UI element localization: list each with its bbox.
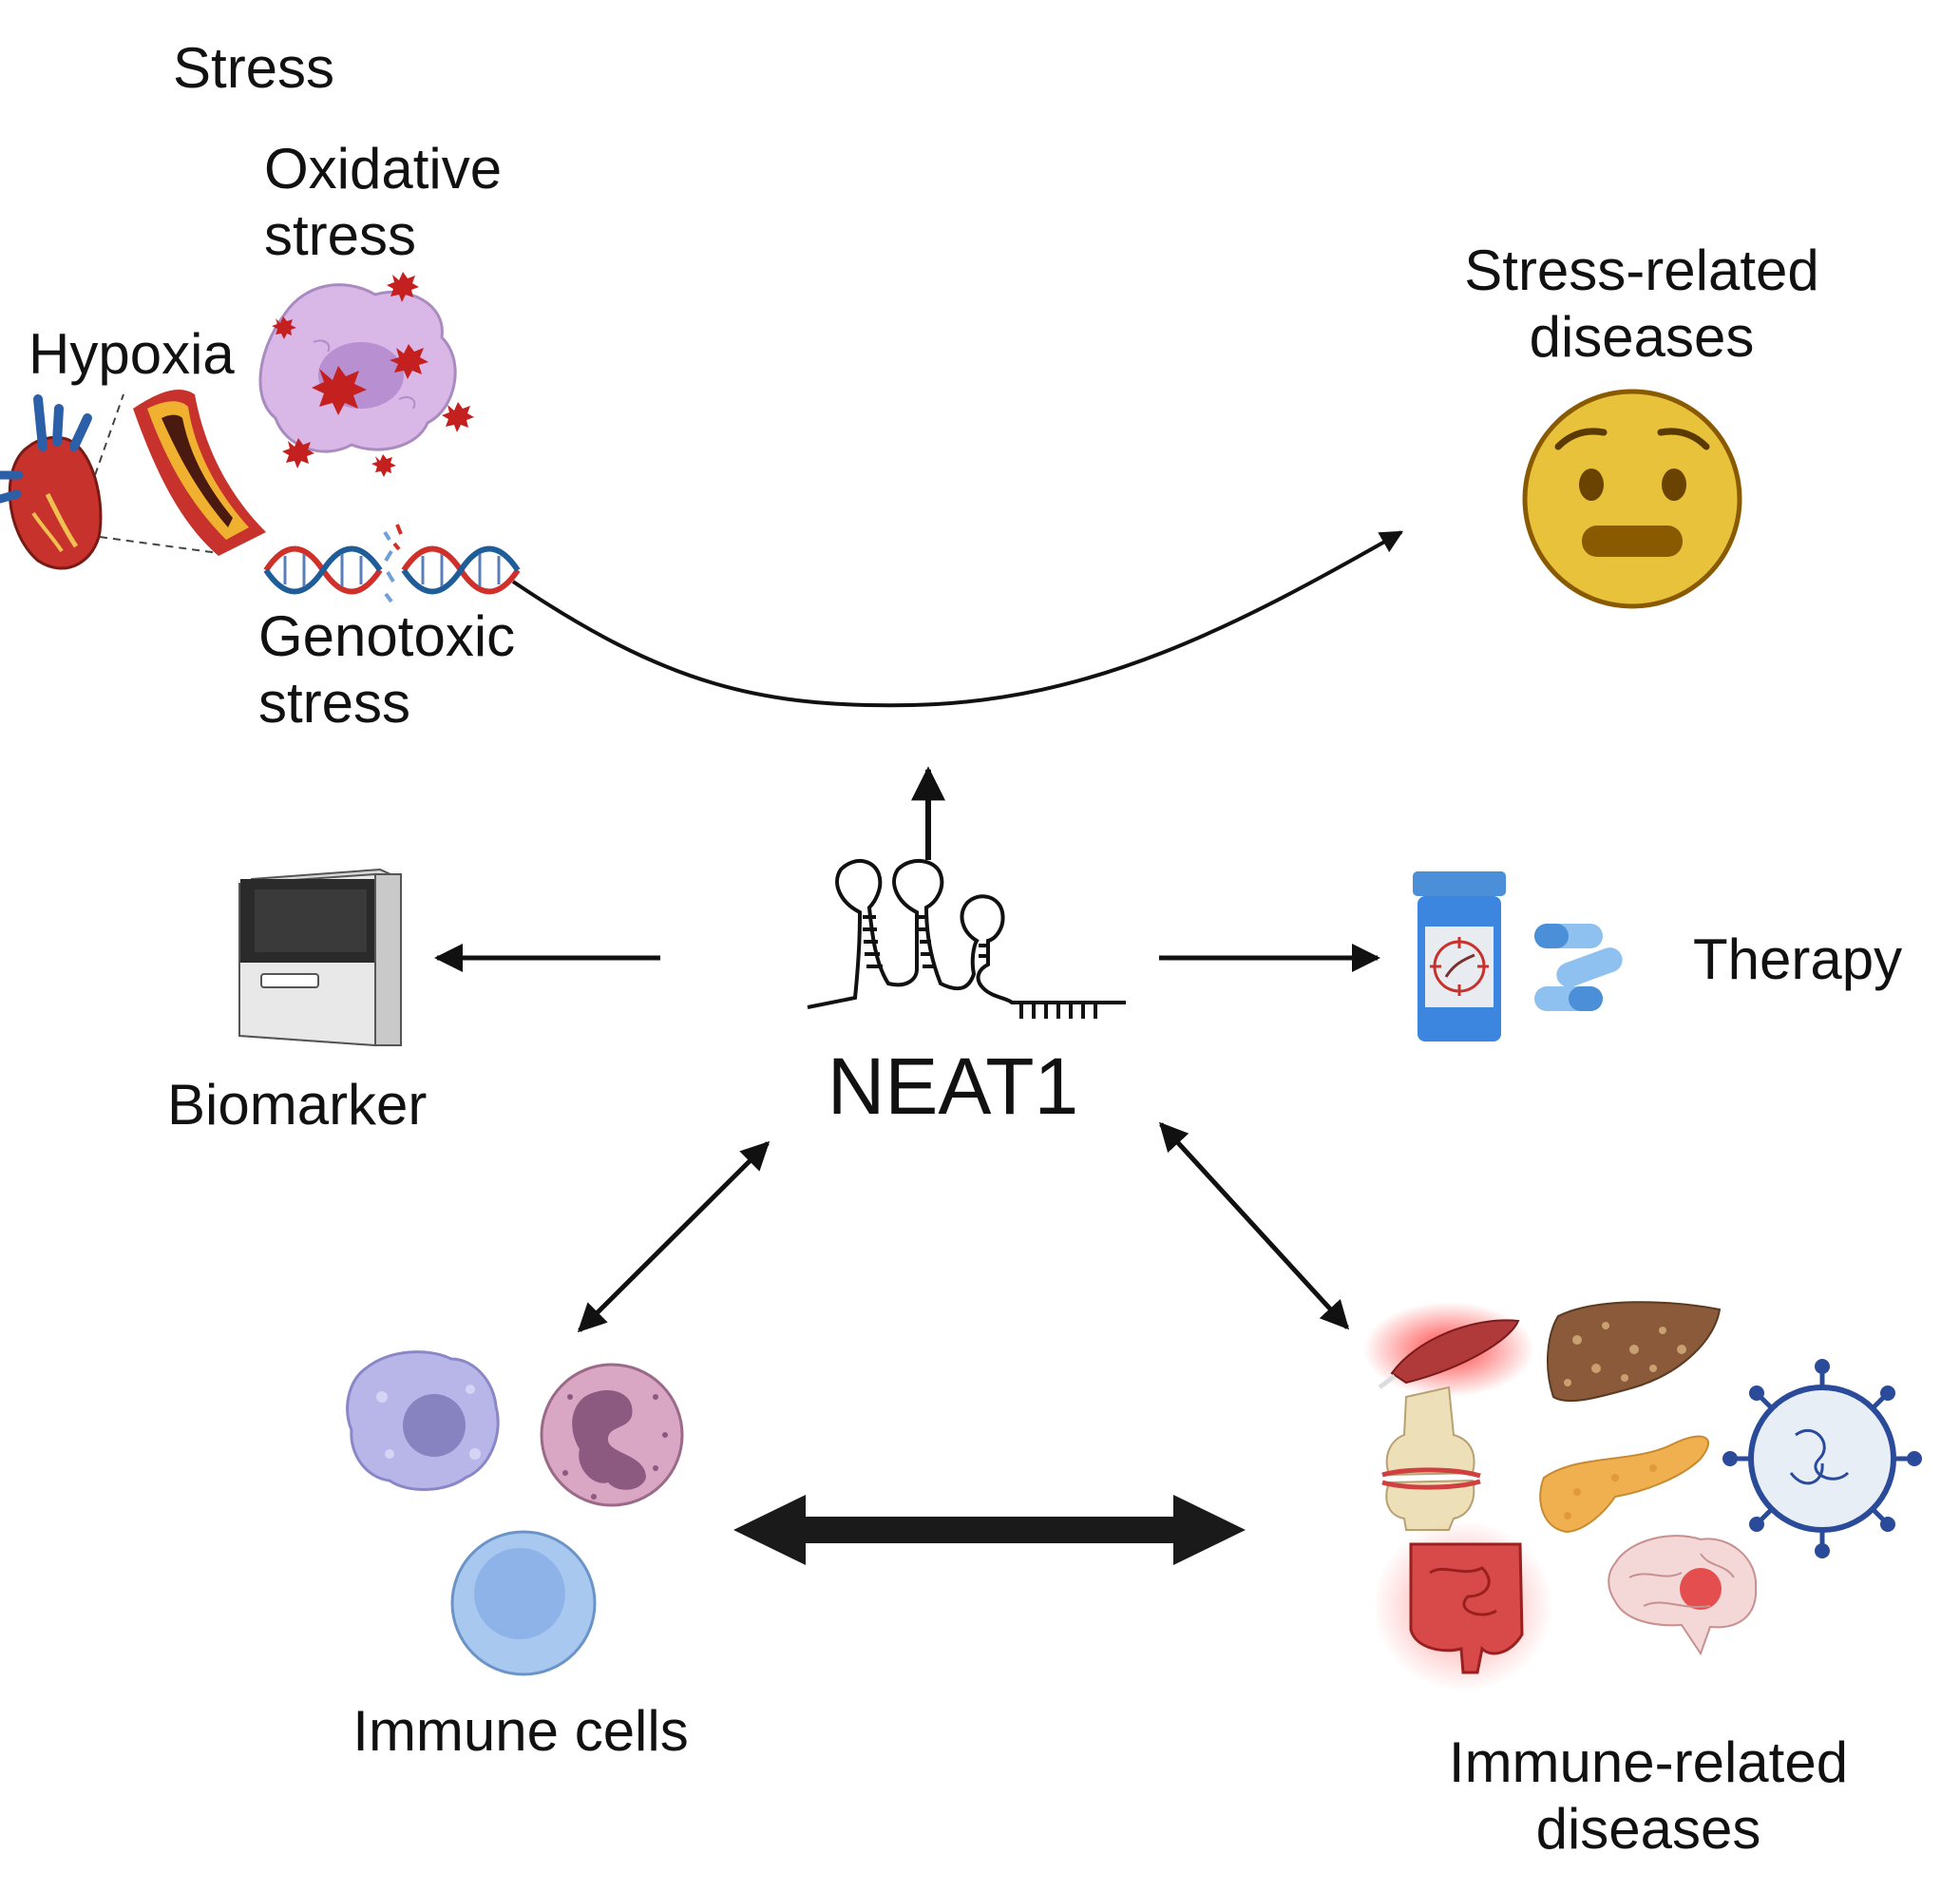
immune-cells-label: Immune cells <box>352 1699 688 1763</box>
immune-cells-icon <box>346 1350 684 1676</box>
hypoxia-label: Hypoxia <box>29 322 235 386</box>
rna-hairpin-icon <box>807 859 1126 1019</box>
stress-to-disease-curve-arrow <box>511 530 1404 708</box>
pancreas-icon <box>1539 1435 1710 1534</box>
liver-icon <box>1546 1301 1722 1403</box>
neat1-immune-cells-double-arrow <box>577 1140 771 1333</box>
neat1-label: NEAT1 <box>828 1042 1079 1131</box>
stress-related-diseases-label-line1: Stress-related <box>1464 239 1818 302</box>
oxidative-cell-icon <box>258 283 457 453</box>
therapy-label: Therapy <box>1693 927 1902 991</box>
virus-icon <box>1722 1359 1922 1558</box>
immune-related-diseases-label-line2: diseases <box>1536 1797 1761 1861</box>
worried-face-icon <box>1522 389 1742 609</box>
reactive-oxygen-species-icons <box>272 272 474 477</box>
immune-cells-diseases-thick-double-arrow <box>733 1495 1246 1565</box>
heart-icon <box>0 394 103 570</box>
broken-dna-icon <box>263 524 521 603</box>
zoom-line-bottom <box>99 536 219 554</box>
intestine-icon <box>1373 1520 1553 1691</box>
blocked-artery-icon <box>133 390 266 556</box>
neat1-immune-diseases-double-arrow <box>1158 1121 1350 1330</box>
genotoxic-stress-label-line1: Genotoxic <box>258 604 515 668</box>
muscle-icon <box>1363 1302 1534 1397</box>
stress-label: Stress <box>173 36 334 100</box>
immune-related-diseases-label-line1: Immune-related <box>1449 1730 1848 1794</box>
oxidative-stress-label-line2: stress <box>264 203 416 267</box>
brain-icon <box>1608 1535 1758 1656</box>
organs-icon <box>1363 1301 1922 1691</box>
oxidative-stress-label-line1: Oxidative <box>264 137 502 201</box>
zoom-line-top <box>94 393 124 476</box>
stress-related-diseases-label-line2: diseases <box>1530 305 1755 369</box>
biomarker-label: Biomarker <box>167 1073 427 1137</box>
genotoxic-stress-label-line2: stress <box>258 671 410 735</box>
biomarker-machine-icon <box>238 868 402 1047</box>
pill-bottle-icon <box>1413 871 1623 1042</box>
knee-joint-icon <box>1381 1386 1481 1531</box>
